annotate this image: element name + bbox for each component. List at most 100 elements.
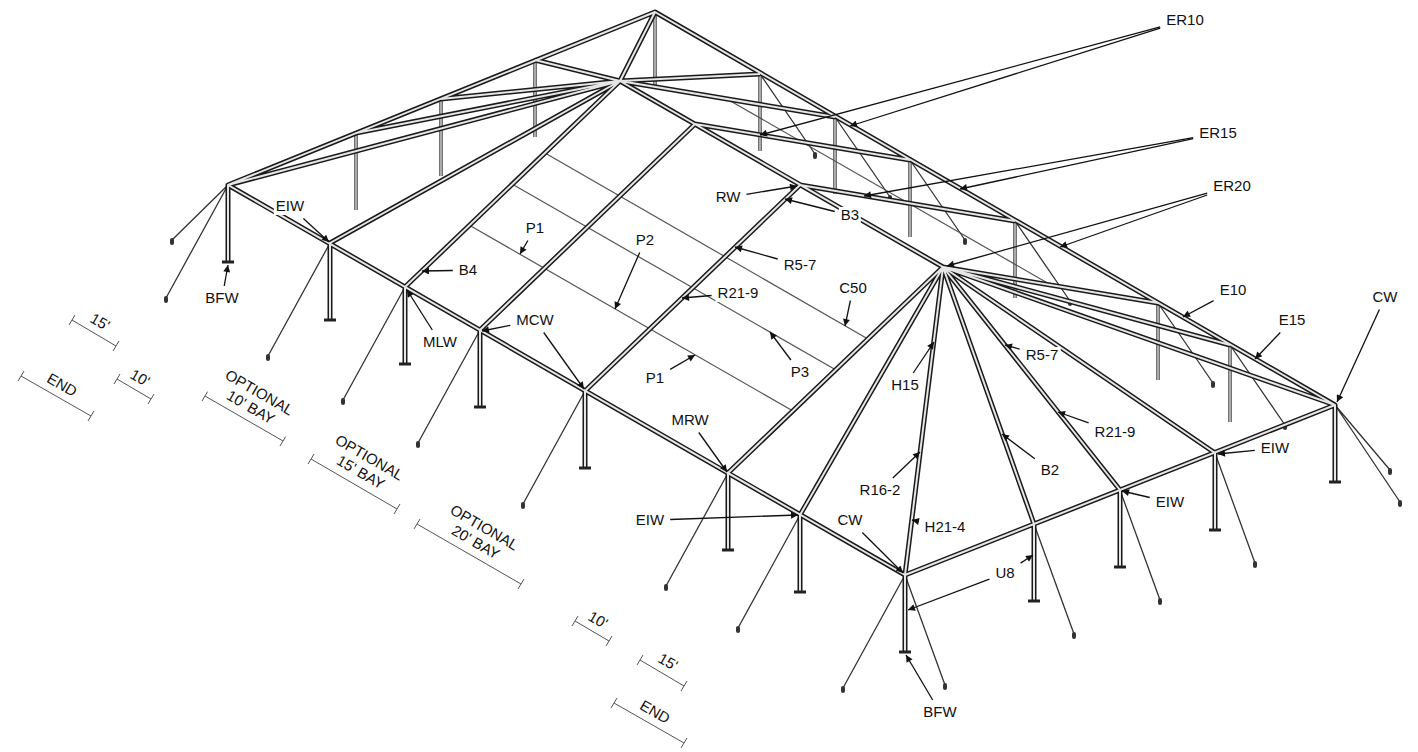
dimension-label-box: OPTIONAL 10' BAY — [206, 362, 304, 438]
leader-line — [760, 27, 1160, 135]
guy-ropes — [166, 74, 1400, 691]
part-label: C50 — [837, 280, 869, 297]
part-label-box: P3 — [789, 363, 811, 381]
leader-line — [862, 533, 903, 574]
part-label: BFW — [203, 290, 240, 307]
part-label-box: EIW — [1259, 439, 1291, 457]
leader-line — [422, 270, 453, 272]
part-label-box: EIW — [634, 511, 666, 529]
part-label: MCW — [514, 312, 556, 329]
leader-line — [1060, 195, 1207, 247]
leader-line — [520, 241, 528, 255]
part-label-box: C50 — [837, 279, 869, 297]
back-leg-outline — [356, 12, 1230, 422]
leader-line — [1002, 434, 1035, 459]
part-label: ER10 — [1164, 12, 1206, 29]
part-label-box: ER15 — [1197, 124, 1239, 142]
part-label-box: R5-7 — [1024, 346, 1061, 364]
part-label: E10 — [1218, 282, 1249, 299]
dimension-label: OPTIONAL 15' BAY — [316, 427, 414, 503]
part-label: P1 — [524, 220, 546, 237]
part-label-box: E15 — [1277, 311, 1308, 329]
part-label: MLW — [421, 334, 459, 351]
part-label: B2 — [1039, 462, 1061, 479]
part-label-box: RW — [714, 188, 743, 206]
part-label: P3 — [789, 364, 811, 381]
part-label: EIW — [274, 198, 306, 215]
leader-line — [682, 296, 712, 299]
part-label: H15 — [889, 377, 921, 394]
dimension-label: END — [635, 696, 674, 728]
leader-line — [1005, 345, 1020, 349]
part-label: ER20 — [1211, 178, 1253, 195]
leader-line — [960, 139, 1193, 189]
part-label: EIW — [1259, 440, 1291, 457]
part-label: B4 — [457, 262, 479, 279]
dimension-label-box: OPTIONAL 20' BAY — [431, 497, 529, 573]
part-label-box: P2 — [634, 231, 656, 249]
part-label: MRW — [669, 412, 710, 429]
leader-line — [947, 193, 1207, 266]
back-legs — [356, 12, 1230, 422]
part-label: U8 — [993, 565, 1016, 582]
part-label-box: CW — [836, 511, 865, 529]
part-label-box: MRW — [669, 411, 710, 429]
part-label-box: R16-2 — [858, 481, 903, 499]
part-label-box: CW — [1371, 288, 1400, 306]
part-label: CW — [836, 512, 865, 529]
dimension-label-box: OPTIONAL 15' BAY — [316, 427, 414, 503]
part-label: ER15 — [1197, 125, 1239, 142]
leader-line — [864, 138, 1193, 196]
part-label: P1 — [644, 370, 666, 387]
leader-line — [615, 253, 640, 310]
part-label-box: H15 — [889, 376, 921, 394]
leader-line — [912, 520, 919, 521]
leader-line — [913, 342, 934, 373]
leader-line — [1218, 450, 1255, 454]
leader-line — [699, 433, 727, 473]
part-label-box: R21-9 — [1093, 423, 1138, 441]
leader-line — [850, 28, 1160, 126]
part-label: R21-9 — [716, 285, 761, 302]
dimension-label: 10' — [584, 607, 613, 633]
part-label: P2 — [634, 232, 656, 249]
base-plates — [222, 262, 1341, 652]
part-label-box: B2 — [1039, 461, 1061, 479]
dimension-label: OPTIONAL 10' BAY — [206, 362, 304, 438]
leader-line — [908, 579, 989, 610]
leader-line — [893, 452, 920, 478]
leader-line — [906, 655, 933, 700]
leader-line — [544, 333, 584, 390]
part-label-box: B4 — [457, 261, 479, 279]
part-label-box: P1 — [644, 369, 666, 387]
leader-line — [303, 219, 329, 243]
dimension-label-box: 10' — [125, 364, 154, 391]
leader-line — [670, 515, 798, 520]
dimension-label: 10' — [126, 365, 155, 391]
leader-line — [735, 247, 778, 259]
base-plate — [222, 262, 1341, 652]
part-label-box: ER10 — [1164, 11, 1206, 29]
dimension-label: 15' — [86, 309, 115, 335]
leader-line — [746, 186, 797, 194]
leader-line — [1122, 491, 1150, 498]
part-label-box: U8 — [993, 564, 1016, 582]
leader-line — [1021, 555, 1033, 563]
frame-tubes — [228, 12, 1335, 652]
part-label: R5-7 — [782, 257, 819, 274]
dimension-tick — [18, 315, 687, 748]
part-label: R16-2 — [858, 482, 903, 499]
dimension-label-box: 10' — [583, 606, 612, 633]
part-label-box: EIW — [274, 197, 306, 215]
leader-line — [1058, 412, 1089, 423]
leader-line — [482, 325, 510, 331]
leader-line — [1183, 301, 1214, 317]
part-label-box: R21-9 — [716, 284, 761, 302]
part-label: CW — [1371, 289, 1400, 306]
leader-line — [407, 290, 432, 330]
tube-outline — [228, 12, 1335, 652]
